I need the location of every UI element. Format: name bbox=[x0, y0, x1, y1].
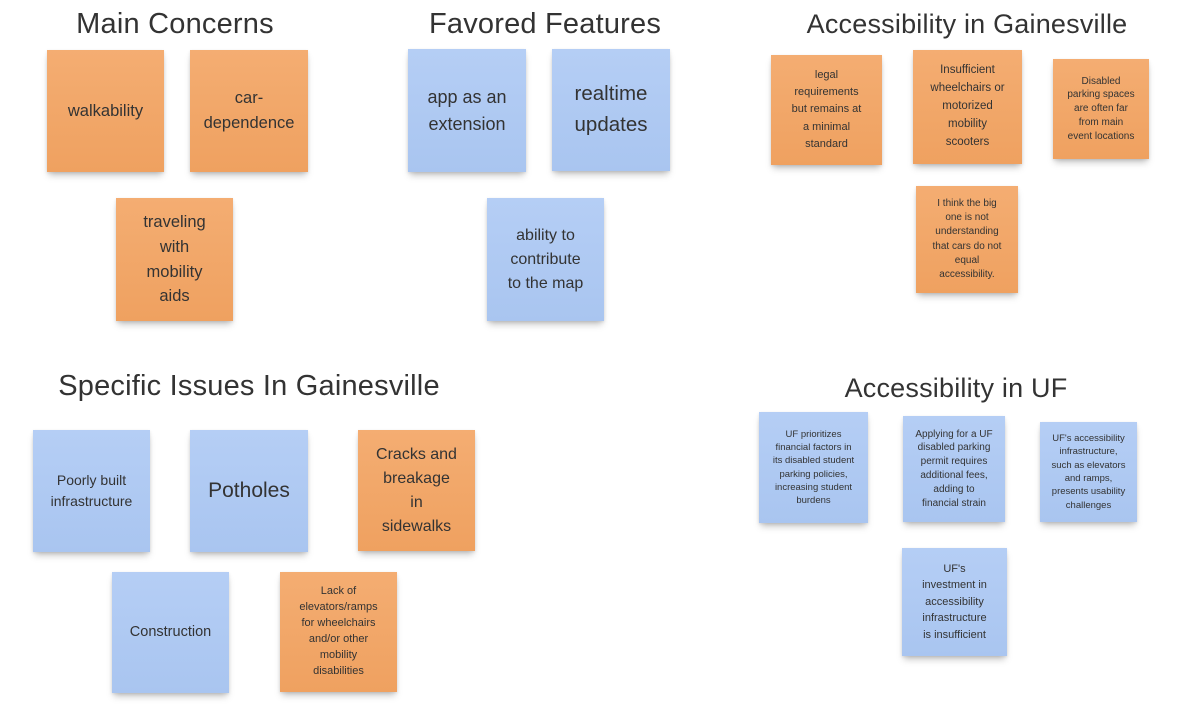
group-title-main-concerns[interactable]: Main Concerns bbox=[76, 8, 274, 40]
sticky-note-text: I think the big one is not understanding… bbox=[932, 197, 1002, 280]
sticky-note-traveling-mobility-aids[interactable]: traveling with mobility aids bbox=[116, 198, 233, 321]
sticky-note-cracks-breakage-sidewalks[interactable]: Cracks and breakage in sidewalks bbox=[358, 430, 475, 551]
sticky-note-text: Construction bbox=[129, 623, 212, 640]
sticky-note-potholes[interactable]: Potholes bbox=[190, 430, 308, 552]
sticky-note-uf-prioritizes-financial[interactable]: UF prioritizes financial factors in its … bbox=[759, 412, 868, 523]
sticky-note-app-as-extension[interactable]: app as an extension bbox=[408, 49, 526, 172]
sticky-note-poorly-built-infrastructure[interactable]: Poorly built infrastructure bbox=[33, 430, 150, 552]
sticky-note-text: UF prioritizes financial factors in its … bbox=[772, 428, 855, 507]
sticky-note-uf-infrastructure-usability[interactable]: UF's accessibility infrastructure, such … bbox=[1040, 422, 1137, 522]
sticky-note-text: Applying for a UF disabled parking permi… bbox=[915, 428, 993, 509]
sticky-note-text: Insufficient wheelchairs or motorized mo… bbox=[930, 64, 1005, 148]
sticky-note-text: UF's accessibility infrastructure, such … bbox=[1051, 433, 1126, 511]
sticky-note-construction[interactable]: Construction bbox=[112, 572, 229, 693]
sticky-note-uf-parking-permit-fees[interactable]: Applying for a UF disabled parking permi… bbox=[903, 416, 1005, 522]
group-title-accessibility-gainesville[interactable]: Accessibility in Gainesville bbox=[806, 9, 1128, 39]
sticky-note-text: Lack of elevators/ramps for wheelchairs … bbox=[299, 585, 378, 677]
sticky-note-text: Cracks and breakage in sidewalks bbox=[376, 445, 457, 535]
sticky-note-walkability[interactable]: walkability bbox=[47, 50, 164, 172]
sticky-note-realtime-updates[interactable]: realtime updates bbox=[552, 49, 670, 171]
sticky-note-disabled-parking-spaces[interactable]: Disabled parking spaces are often far fr… bbox=[1053, 59, 1149, 159]
sticky-note-text: Disabled parking spaces are often far fr… bbox=[1067, 75, 1135, 142]
group-title-specific-issues-gainesville[interactable]: Specific Issues In Gainesville bbox=[58, 370, 440, 402]
sticky-note-insufficient-wheelchairs[interactable]: Insufficient wheelchairs or motorized mo… bbox=[913, 50, 1022, 164]
sticky-note-text: UF's investment in accessibility infrast… bbox=[922, 562, 987, 641]
sticky-note-legal-requirements[interactable]: legal requirements but remains at a mini… bbox=[771, 55, 882, 165]
sticky-note-text: Potholes bbox=[208, 479, 290, 503]
sticky-note-uf-investment-insufficient[interactable]: UF's investment in accessibility infrast… bbox=[902, 548, 1007, 656]
group-title-favored-features[interactable]: Favored Features bbox=[428, 8, 662, 40]
group-title-accessibility-uf[interactable]: Accessibility in UF bbox=[844, 373, 1068, 403]
sticky-note-text: Poorly built infrastructure bbox=[50, 472, 133, 509]
sticky-note-text: realtime updates bbox=[574, 82, 648, 136]
sticky-note-contribute-to-map[interactable]: ability to contribute to the map bbox=[487, 198, 604, 321]
sticky-note-text: legal requirements but remains at a mini… bbox=[791, 69, 862, 150]
sticky-note-text: app as an extension bbox=[427, 86, 507, 134]
sticky-note-text: ability to contribute to the map bbox=[507, 226, 584, 292]
sticky-note-text: walkability bbox=[67, 101, 144, 120]
sticky-note-text: traveling with mobility aids bbox=[143, 213, 206, 306]
sticky-note-text: car- dependence bbox=[203, 89, 295, 132]
sticky-note-car-dependence[interactable]: car- dependence bbox=[190, 50, 308, 172]
sticky-note-lack-of-elevators-ramps[interactable]: Lack of elevators/ramps for wheelchairs … bbox=[280, 572, 397, 692]
sticky-note-cars-not-equal-accessibility[interactable]: I think the big one is not understanding… bbox=[916, 186, 1018, 293]
